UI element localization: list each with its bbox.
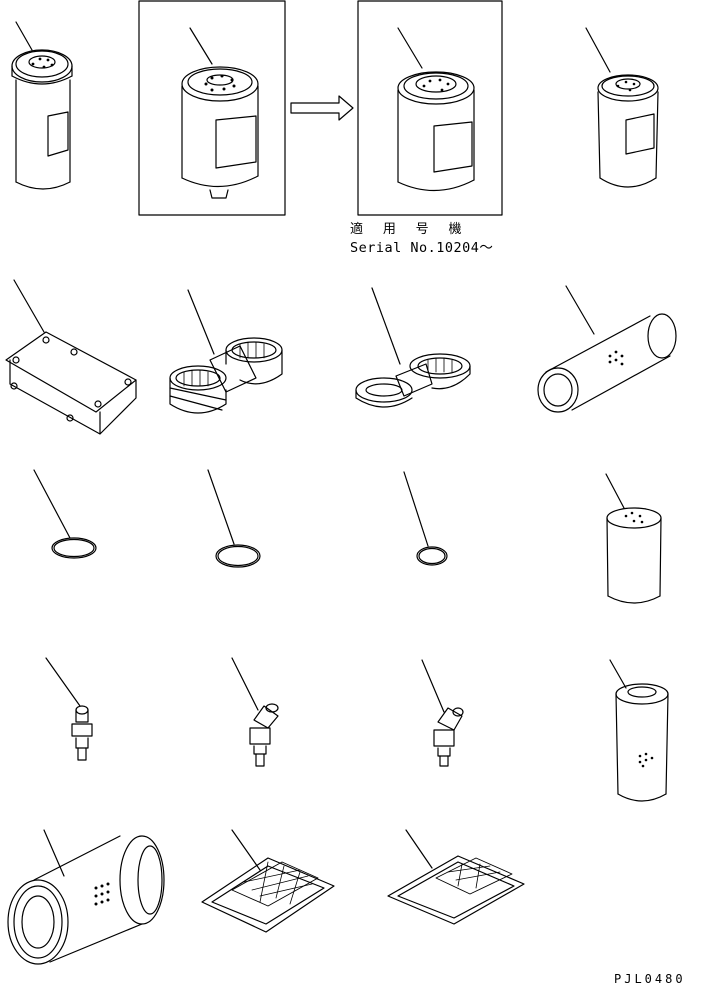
filter-element-tall — [609, 659, 669, 802]
serial-number-label: Serial No.10204～ — [350, 240, 494, 256]
label-sheet-1 — [201, 829, 335, 933]
grease-nipple-straight — [45, 657, 93, 761]
drawing-number: PJL0480 — [614, 972, 686, 986]
grease-nipple-angled-2 — [421, 659, 464, 767]
filter-wrench-large — [169, 289, 283, 414]
o-ring-large — [33, 469, 97, 559]
air-filter-element — [537, 285, 677, 413]
grease-nipple-angled-1 — [231, 657, 279, 767]
filter-replacement-box — [357, 0, 503, 216]
filter-cartridge-slim — [585, 27, 659, 188]
air-cleaner-large — [7, 829, 165, 965]
filter-with-drain-box — [138, 0, 286, 216]
filter-wrench-small — [355, 287, 471, 408]
gasket-plate — [5, 279, 137, 435]
filter-cartridge-3 — [605, 473, 662, 604]
replacement-arrow — [290, 95, 354, 121]
applicable-label: 適 用 号 機 — [350, 222, 468, 237]
o-ring-medium — [207, 469, 261, 568]
o-ring-small — [403, 471, 448, 566]
filter-cartridge-1 — [11, 21, 73, 190]
label-sheet-2 — [387, 829, 525, 925]
